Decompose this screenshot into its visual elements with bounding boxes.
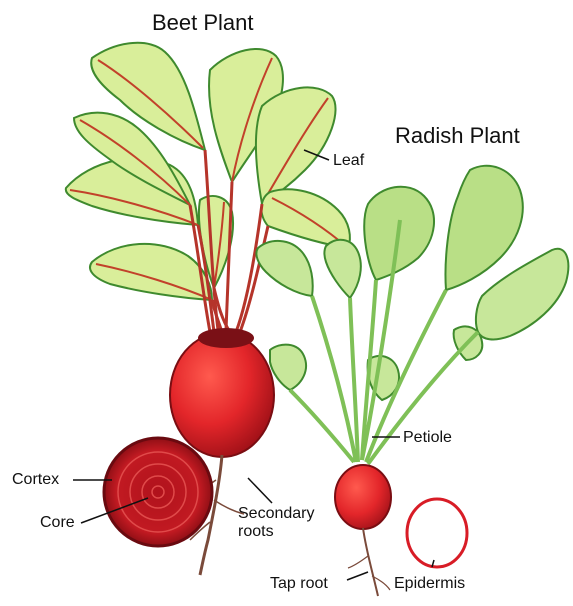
radish-leaf (256, 241, 312, 296)
beet-plant-title: Beet Plant (152, 10, 254, 36)
radish-leaf (325, 240, 361, 298)
label-secondary-roots-line1: Secondary (238, 505, 315, 523)
label-core: Core (40, 514, 75, 532)
radish-plant-title: Radish Plant (395, 123, 520, 149)
label-petiole: Petiole (403, 429, 452, 447)
label-epidermis: Epidermis (394, 575, 465, 593)
leader-tap-root (347, 572, 368, 580)
radish-root (335, 465, 391, 596)
leader-secondary-roots (248, 478, 272, 503)
label-secondary-roots-line2: roots (238, 523, 315, 541)
beet-leaf (256, 87, 336, 204)
beet-petioles (190, 150, 268, 332)
radish-leaf (270, 345, 306, 390)
radish-leaf (446, 166, 523, 290)
beet-slice (104, 438, 212, 546)
beet-leaf (90, 244, 212, 300)
label-secondary-roots: Secondary roots (238, 505, 315, 541)
label-cortex: Cortex (12, 471, 59, 489)
label-leaf: Leaf (333, 152, 364, 170)
radish-slice (407, 499, 467, 567)
label-tap-root: Tap root (270, 575, 328, 593)
